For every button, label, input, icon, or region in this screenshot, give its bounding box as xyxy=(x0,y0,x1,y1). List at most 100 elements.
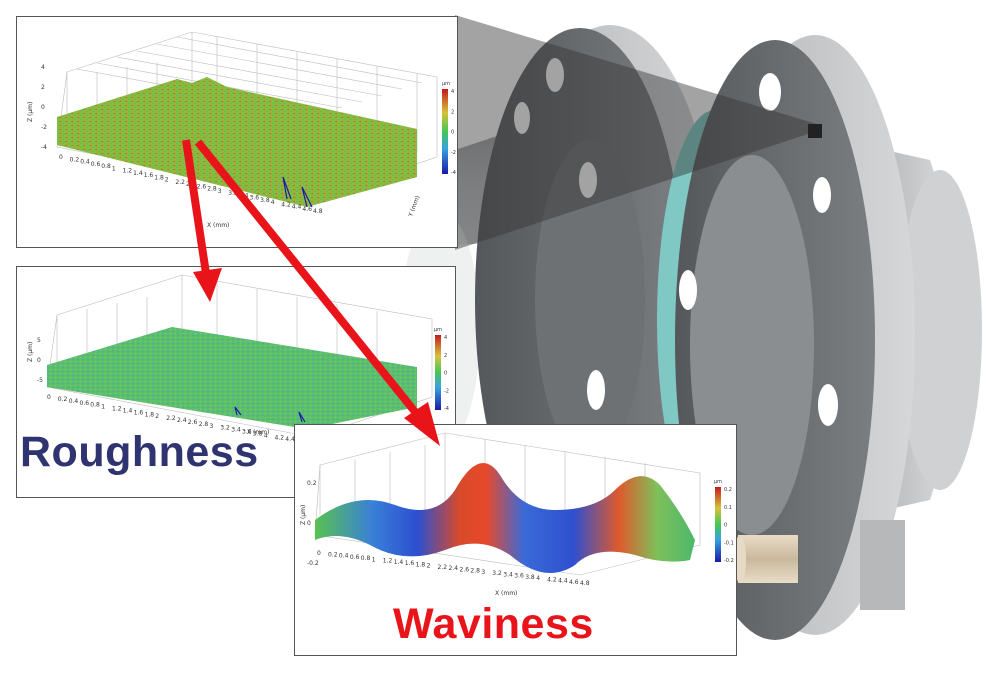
x-axis-label-original: X (mm) xyxy=(207,222,229,229)
x-tick-label: 0.4 xyxy=(339,553,349,560)
x-tick-label: 4 xyxy=(536,575,540,582)
bolt-hole-6 xyxy=(813,177,831,213)
zoom-marker xyxy=(808,124,822,138)
colorbar-original xyxy=(442,89,448,174)
x-tick-label: 3.8 xyxy=(525,574,535,581)
x-tick-label: 0.4 xyxy=(69,398,79,405)
x-tick-label: 3.2 xyxy=(228,190,238,197)
z-tick-label: 2 xyxy=(41,84,45,91)
x-tick-label: 2 xyxy=(427,563,431,570)
surface-original xyxy=(57,77,417,207)
x-tick-label: 2.8 xyxy=(470,568,480,575)
x-tick-label: 1.8 xyxy=(154,174,164,181)
colorbar-tick-label: 2 xyxy=(451,109,454,115)
surface-roughness xyxy=(47,327,417,429)
x-tick-label: 1.8 xyxy=(416,561,426,568)
x-tick-label: 3 xyxy=(481,569,485,576)
surface-waviness xyxy=(315,463,695,573)
x-tick-label: 2.2 xyxy=(175,179,185,186)
right-hub-end xyxy=(898,170,982,490)
x-tick-label: 2.6 xyxy=(197,183,207,190)
x-tick-label: 3.8 xyxy=(260,197,270,204)
x-tick-label: 2.6 xyxy=(460,566,470,573)
x-tick-label: 2.2 xyxy=(166,415,176,422)
colorbar-tick-label: 2 xyxy=(444,353,447,359)
x-tick-label: 0.2 xyxy=(70,156,80,163)
colorbar-tick-label: 0 xyxy=(724,523,727,529)
x-tick-label: 1.2 xyxy=(123,168,133,175)
x-tick-label: 1 xyxy=(101,404,105,411)
x-tick-label: 1.4 xyxy=(133,170,143,177)
x-tick-label: 0.8 xyxy=(101,163,111,170)
colorbar-tick-label: -0.2 xyxy=(724,558,734,564)
x-tick-label: 3.4 xyxy=(503,571,513,578)
x-tick-label: 1.6 xyxy=(134,409,144,416)
x-tick-label: 4.6 xyxy=(569,579,579,586)
y-axis-label-original: Y (mm) xyxy=(407,195,421,219)
zoom-projection xyxy=(455,15,820,250)
z-tick-label: 0 xyxy=(307,520,311,527)
z-tick-label: 0.2 xyxy=(307,480,317,487)
x-tick-label: 2.8 xyxy=(207,186,217,193)
z-ticks-waviness: 0.2 0 -0.2 xyxy=(307,480,319,567)
x-tick-label: 1 xyxy=(372,556,376,563)
x-tick-label: 1.4 xyxy=(394,559,404,566)
x-tick-label: 3.2 xyxy=(220,425,230,432)
x-tick-label: 4.8 xyxy=(313,208,323,215)
waviness-label: Waviness xyxy=(393,600,594,648)
x-tick-label: 4.8 xyxy=(580,580,590,587)
colorbar-tick-label: -4 xyxy=(444,406,449,412)
x-tick-label: 4.4 xyxy=(285,436,295,443)
x-tick-label: 3.4 xyxy=(231,427,241,434)
x-tick-label: 3.6 xyxy=(242,429,252,436)
colorbar-tick-label: 4 xyxy=(451,89,454,95)
colorbar-tick-label: -0.1 xyxy=(724,540,734,546)
x-tick-label: 4.2 xyxy=(547,576,557,583)
x-tick-label: 0 xyxy=(47,394,51,401)
x-tick-label: 0 xyxy=(317,550,321,557)
colorbar-tick-label: 0.1 xyxy=(724,505,732,511)
z-tick-label: 5 xyxy=(37,337,41,344)
bolt-hole-3 xyxy=(579,162,597,198)
z-axis-label-roughness: Z (µm) xyxy=(27,342,34,362)
x-tick-label: 0.6 xyxy=(350,554,360,561)
x-axis-label-waviness: X (mm) xyxy=(495,590,517,597)
x-tick-label: 2.8 xyxy=(199,421,209,428)
colorbar-unit-roughness: µm xyxy=(434,327,442,333)
bolt-plug-end xyxy=(734,535,746,583)
x-tick-label: 2.4 xyxy=(186,181,196,188)
x-tick-label: 4 xyxy=(264,432,268,439)
colorbar-tick-label: 0.2 xyxy=(724,487,732,493)
z-axis-label-waviness: Z (µm) xyxy=(300,505,307,525)
x-tick-label: 4.6 xyxy=(302,206,312,213)
bolt-plug xyxy=(738,535,798,583)
left-flange-bore xyxy=(535,140,645,460)
x-tick-label: 0.2 xyxy=(328,551,338,558)
z-tick-label: -5 xyxy=(37,377,43,384)
x-tick-label: 3.2 xyxy=(492,570,502,577)
x-tick-label: 0 xyxy=(59,154,63,161)
z-axis-label-original: Z (µm) xyxy=(27,102,34,122)
x-tick-label: 4.4 xyxy=(558,578,568,585)
roughness-label: Roughness xyxy=(20,428,259,476)
z-tick-label: 0 xyxy=(37,357,41,364)
x-tick-label: 4.2 xyxy=(275,434,285,441)
colorbar-tick-label: -4 xyxy=(451,170,456,176)
z-tick-label: -0.2 xyxy=(307,560,319,567)
colorbar-unit-original: µm xyxy=(442,81,450,87)
z-tick-label: -4 xyxy=(41,144,47,151)
x-tick-label: 1.2 xyxy=(383,558,393,565)
bolt-hole-4 xyxy=(587,370,605,410)
x-tick-label: 2.4 xyxy=(177,417,187,424)
x-tick-label: 0.4 xyxy=(80,159,90,166)
x-tick-label: 3.8 xyxy=(253,430,263,437)
z-tick-label: 0 xyxy=(41,104,45,111)
x-tick-label: 2 xyxy=(165,177,169,184)
colorbar-tick-label: 4 xyxy=(444,335,447,341)
colorbar-ticks-original: 420-2-4 xyxy=(451,89,456,176)
colorbar-waviness xyxy=(715,487,721,562)
x-tick-label: 0.6 xyxy=(80,400,90,407)
